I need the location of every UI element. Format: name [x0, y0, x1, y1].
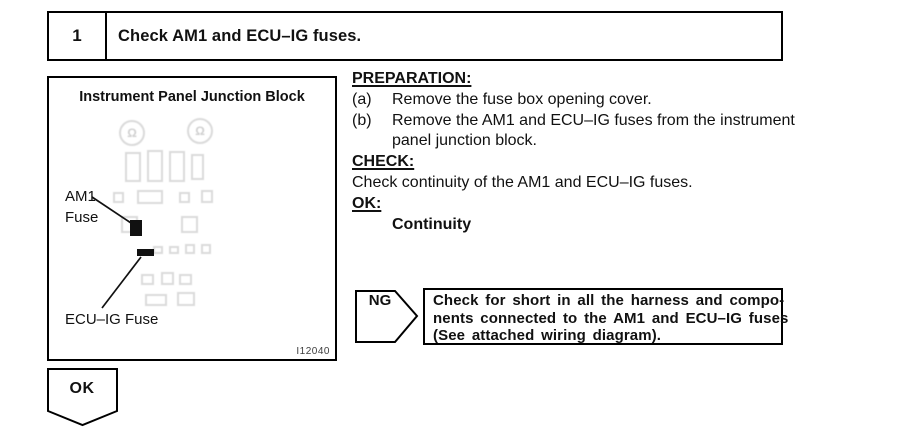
figure-code: I12040 [296, 346, 330, 357]
ok-result: Continuity [392, 215, 472, 233]
step-b-marker: (b) [352, 111, 372, 129]
fusebox-ghost-slot [177, 292, 195, 306]
fusebox-ghost-slot [169, 151, 185, 182]
step-header: 1 Check AM1 and ECU–IG fuses. [47, 11, 783, 61]
ecu-ig-fuse-marker [137, 249, 154, 256]
fusebox-ghost-slot [185, 244, 195, 254]
ecu-ig-leader-line [101, 256, 142, 309]
ok-connector: OK [47, 368, 119, 427]
fusebox-ghost-slot [201, 190, 213, 203]
step-b-text-line2: panel junction block. [392, 132, 537, 150]
figure-title: Instrument Panel Junction Block [79, 89, 305, 105]
am1-fuse-marker [130, 220, 142, 236]
am1-fuse-label: AM1 Fuse [65, 188, 99, 226]
fusebox-ghost-relay: Ω [187, 118, 213, 144]
fusebox-ghost-slot [145, 294, 167, 306]
procedure-text: PREPARATION: (a) Remove the fuse box ope… [352, 69, 797, 235]
ok-label: OK [69, 380, 95, 397]
fusebox-ghost-slot [141, 274, 154, 285]
fusebox-ghost-slot [169, 246, 179, 254]
step-a: (a) Remove the fuse box opening cover. [352, 90, 797, 111]
check-heading: CHECK: [352, 153, 415, 171]
fuse-callout-overlay [91, 196, 154, 309]
ok-heading: OK: [352, 194, 382, 212]
check-text: Check continuity of the AM1 and ECU–IG f… [352, 173, 693, 191]
step-number: 1 [49, 13, 107, 59]
fusebox-ghost-slot [181, 216, 198, 233]
fusebox-ghost-slot [191, 154, 204, 180]
fusebox-ghost-slot [179, 274, 192, 285]
ng-action-line2: nents connected to the AM1 and ECU–IG fu… [433, 309, 789, 327]
step-b-text-line1: Remove the AM1 and ECU–IG fuses from the… [392, 111, 795, 129]
ng-arrow-shape [355, 290, 419, 343]
step-a-marker: (a) [352, 90, 372, 108]
am1-leader-line [91, 196, 132, 224]
fusebox-ghost-relay: Ω [119, 120, 145, 146]
fusebox-ghost-slot [161, 272, 174, 285]
ecu-ig-fuse-label: ECU–IG Fuse [65, 311, 159, 328]
fusebox-ghost-slot [113, 192, 124, 203]
ng-action-line3: (See attached wiring diagram). [433, 327, 662, 345]
ng-label: NG [368, 292, 392, 309]
fusebox-ghost-slot [137, 190, 163, 204]
ok-arrow-shape [47, 368, 118, 427]
step-title: Check AM1 and ECU–IG fuses. [118, 26, 362, 45]
step-b: (b) Remove the AM1 and ECU–IG fuses from… [352, 111, 797, 132]
step-a-text: Remove the fuse box opening cover. [392, 90, 652, 108]
ng-action-line1: Check for short in all the harness and c… [433, 292, 785, 309]
fusebox-ghost-slot [125, 152, 141, 182]
figure-box: Instrument Panel Junction Block Ω Ω [47, 76, 337, 361]
ng-action-box: Check for short in all the harness and c… [423, 288, 789, 345]
preparation-heading: PREPARATION: [352, 70, 472, 87]
ng-connector: NG [355, 290, 419, 344]
fusebox-ghost-slot [147, 150, 163, 182]
fusebox-ghost-slot [179, 192, 190, 203]
fusebox-ghost-slot [201, 244, 211, 254]
